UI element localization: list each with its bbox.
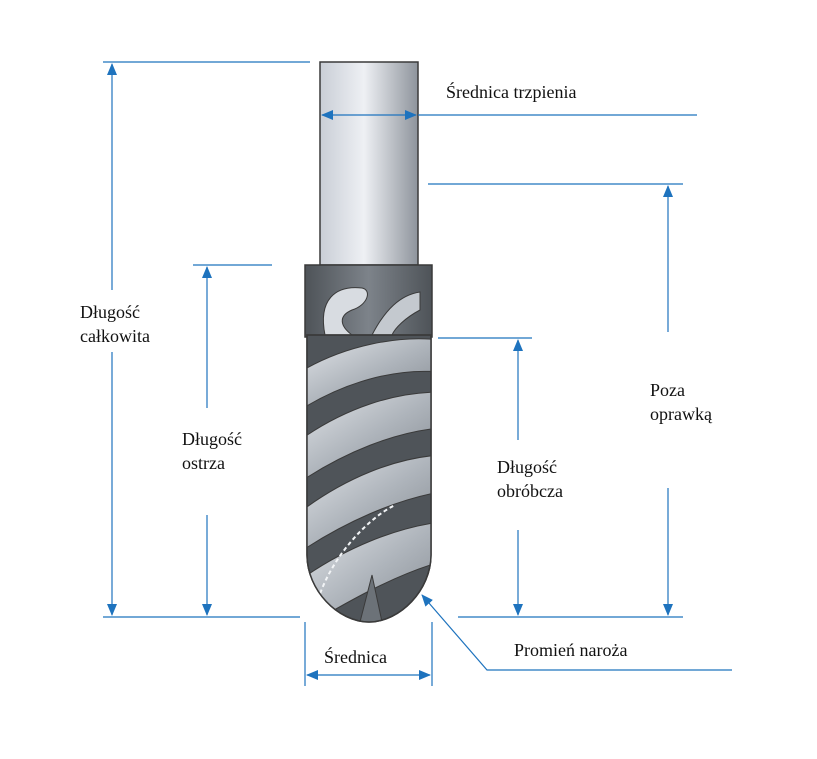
label-length-below-shank-line1: Poza [650, 380, 685, 400]
label-corner-radius: Promień naroża [514, 640, 628, 660]
label-length-below-shank-line2: oprawką [650, 404, 712, 424]
label-overall-length-line2: całkowita [80, 326, 150, 346]
leader-corner-radius [421, 594, 732, 671]
helical-flutes [307, 338, 431, 622]
neck-flute [323, 287, 368, 336]
extension-lines [103, 61, 697, 686]
label-diameter: Średnica [324, 647, 387, 667]
flute-band [307, 454, 431, 553]
label-flute-length: Długość ostrza [182, 427, 242, 475]
flute-band [307, 521, 431, 622]
label-cutting-length-line1: Długość [497, 457, 557, 477]
label-cutting-length-line2: obróbcza [497, 481, 563, 501]
label-length-below-shank: Poza oprawką [650, 378, 712, 426]
end-mill [304, 61, 433, 623]
flute-band [307, 391, 431, 483]
label-flute-length-line1: Długość [182, 429, 242, 449]
label-flute-length-line2: ostrza [182, 453, 225, 473]
neck-flute [371, 291, 421, 336]
label-overall-length: Długość całkowita [80, 300, 150, 348]
flute-band [307, 338, 431, 411]
label-cutting-length: Długość obróbcza [497, 455, 563, 503]
ball-tip-flute [359, 574, 383, 622]
label-shank-diameter: Średnica trzpienia [446, 82, 577, 102]
flute-edge [317, 504, 396, 601]
tool-shank [319, 61, 419, 266]
label-overall-length-line1: Długość [80, 302, 140, 322]
